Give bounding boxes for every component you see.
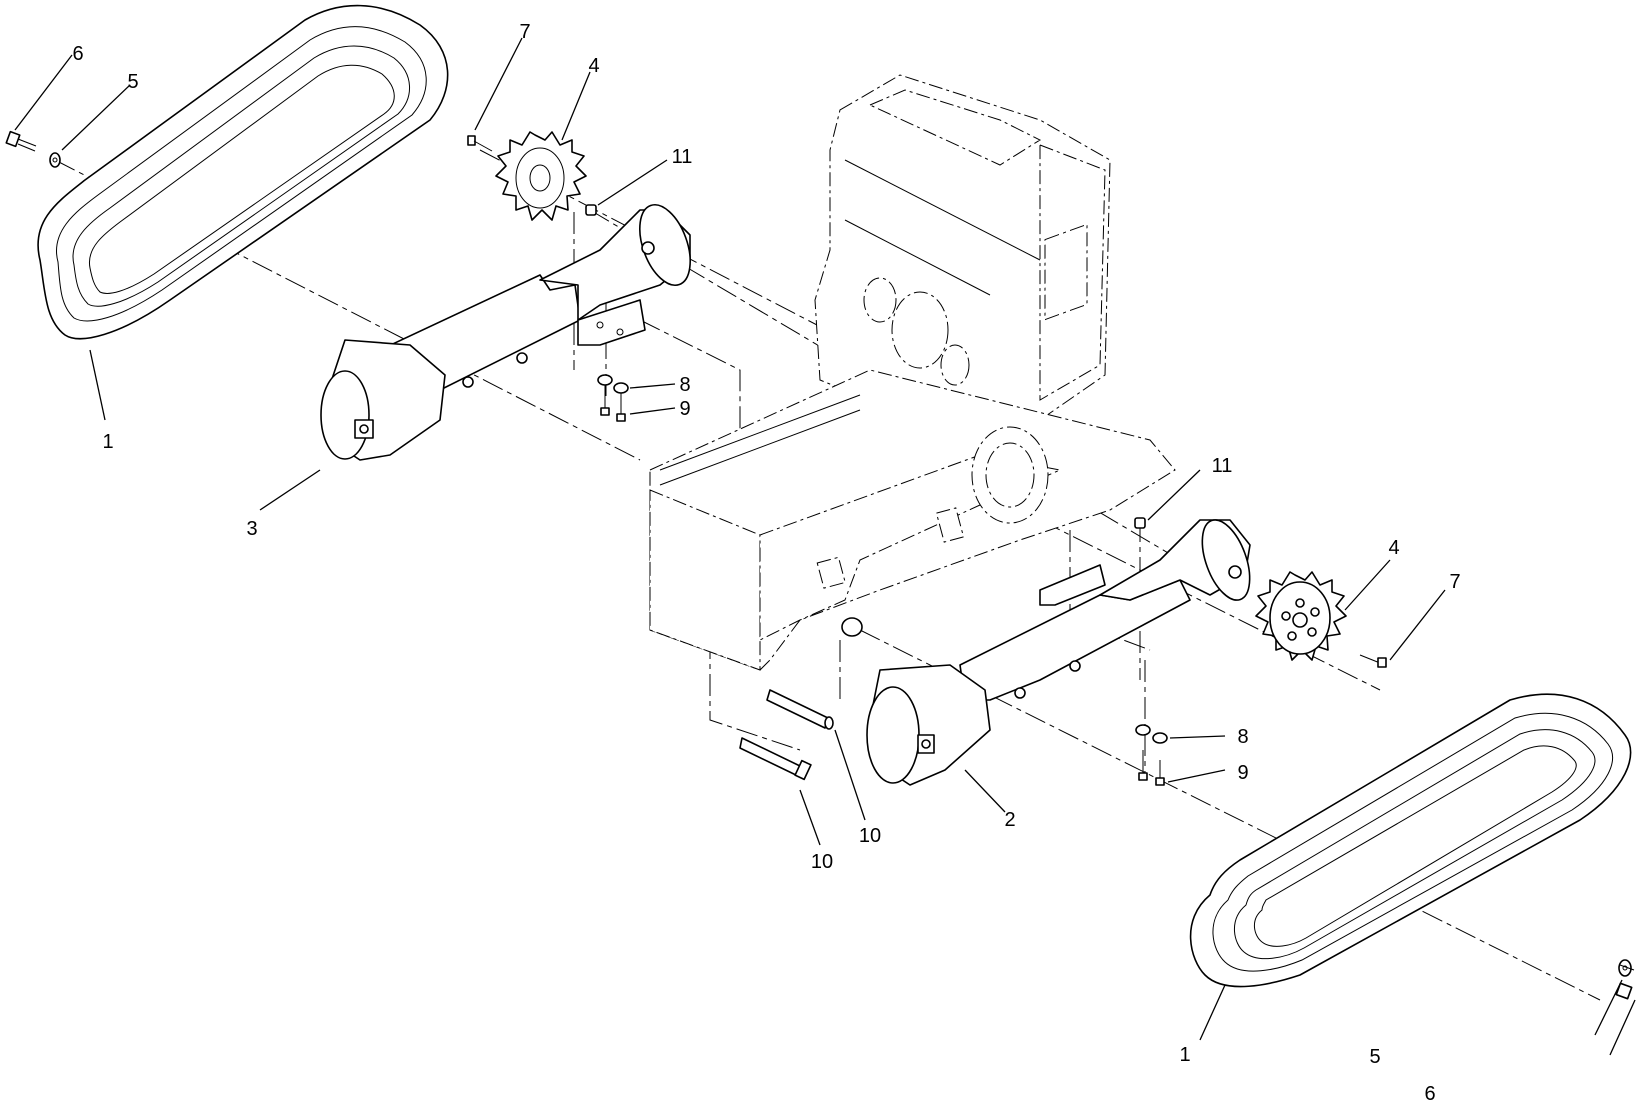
callout-4-left: 4 <box>588 55 599 77</box>
callout-4-right: 4 <box>1388 537 1399 559</box>
hardware-right <box>1134 517 1635 1000</box>
track-right <box>1189 693 1632 988</box>
undercarriage-left <box>320 204 691 461</box>
callout-1-right: 1 <box>1179 1044 1190 1066</box>
track-left <box>37 4 449 340</box>
callout-leaders <box>14 37 1636 1056</box>
callout-9-left: 9 <box>679 398 690 420</box>
callout-6-right: 6 <box>1424 1083 1435 1105</box>
callout-labels: 6 5 7 4 11 8 9 1 3 11 4 7 8 9 2 10 10 1 … <box>72 21 1460 1105</box>
callout-11-left: 11 <box>672 146 693 168</box>
undercarriage-right <box>866 519 1251 786</box>
callout-7-right: 7 <box>1449 571 1460 593</box>
callout-5-right: 5 <box>1369 1046 1380 1068</box>
pivot-pins <box>739 689 834 781</box>
callout-8-left: 8 <box>679 374 690 396</box>
callout-5-left: 5 <box>127 71 138 93</box>
drive-sprocket-right <box>1255 571 1347 661</box>
hardware-left <box>5 130 629 422</box>
callout-10-left: 10 <box>811 851 833 873</box>
callout-11-right: 11 <box>1212 455 1233 477</box>
callout-1-left: 1 <box>102 431 113 453</box>
callout-10-right: 10 <box>859 825 881 847</box>
drive-sprocket-left <box>495 131 587 221</box>
tracked-unit-main-frame <box>649 74 1176 671</box>
callout-8-right: 8 <box>1237 726 1248 748</box>
callout-2: 2 <box>1004 809 1015 831</box>
callout-3: 3 <box>246 518 257 540</box>
callout-6-left: 6 <box>72 43 83 65</box>
callout-7-left: 7 <box>519 21 530 43</box>
callout-9-right: 9 <box>1237 762 1248 784</box>
